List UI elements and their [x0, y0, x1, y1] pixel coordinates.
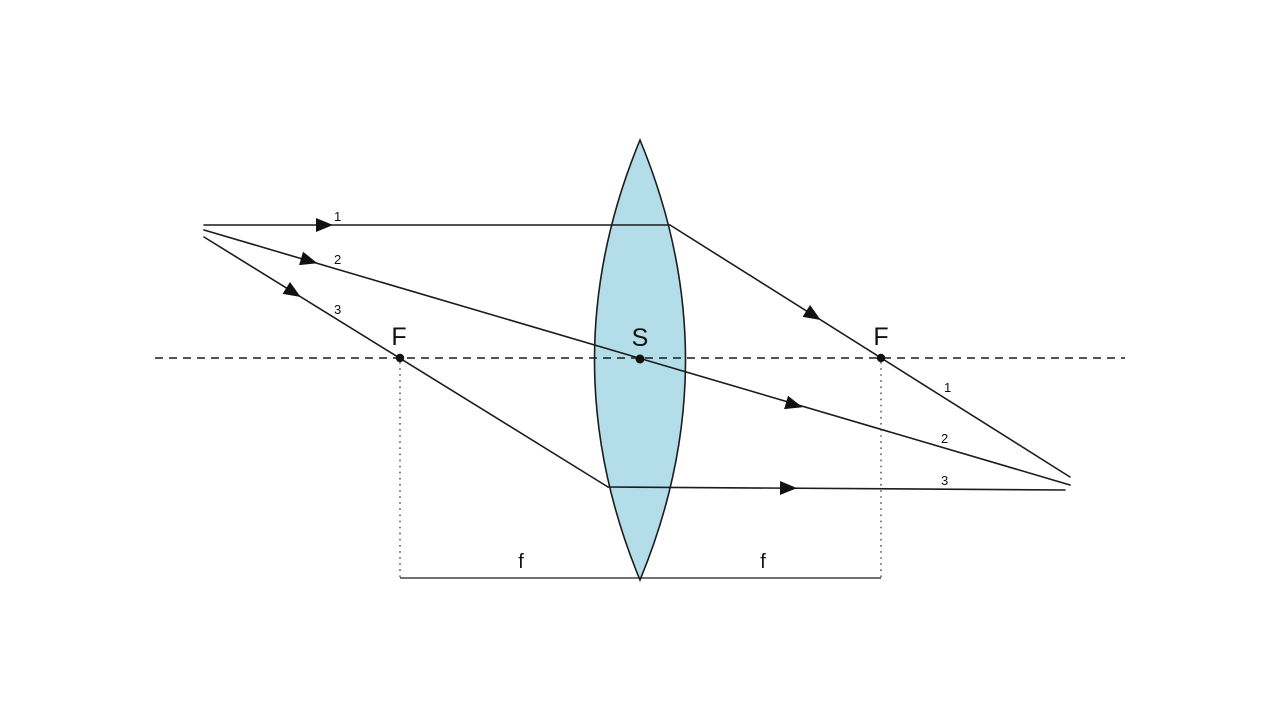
ray-2-refracted-arrowhead-icon — [784, 395, 803, 410]
lens-center-point — [635, 354, 645, 364]
ray-1-refracted — [669, 224, 1071, 478]
ray-3-label-right: 3 — [941, 473, 948, 488]
ray-3-refracted — [607, 486, 1066, 491]
ray-1-label-right: 1 — [944, 380, 951, 395]
ray-1-label-left: 1 — [334, 209, 341, 224]
left-focal-point — [395, 353, 405, 363]
lens-center-label: S — [632, 324, 649, 352]
ray-2-label-left: 2 — [334, 252, 341, 267]
ray-1-incident-arrowhead-icon — [316, 218, 333, 232]
right-focal-point — [876, 353, 886, 363]
left-focus-label: F — [391, 323, 406, 351]
ray-3-incident — [203, 236, 609, 488]
ray-2-label-right: 2 — [941, 431, 948, 446]
ray-3-refracted-arrowhead-icon — [779, 480, 797, 495]
ray-1-refracted-arrowhead-icon — [802, 305, 821, 320]
ray-2-incident-arrowhead-icon — [299, 251, 318, 266]
right-focus-label: F — [873, 323, 888, 351]
ray-3-label-left: 3 — [334, 302, 341, 317]
ray-3-incident-arrowhead-icon — [282, 282, 301, 297]
focal-length-label-right: f — [760, 551, 766, 573]
focal-length-label-left: f — [518, 551, 524, 573]
